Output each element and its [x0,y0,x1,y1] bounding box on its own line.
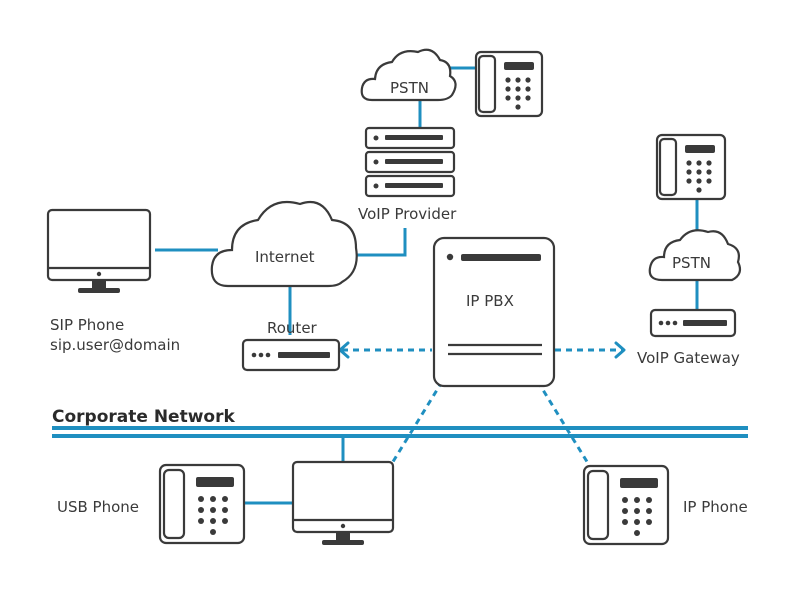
arrow-to-gateway [614,341,626,359]
workstation-monitor-icon [291,460,395,545]
ip-pbx-label: IP PBX [466,292,514,310]
corporate-network-label: Corporate Network [52,407,235,427]
dash-pbx-ipphone [530,371,599,479]
voip-provider-label: VoIP Provider [358,205,457,223]
dash-pbx-workstation [381,371,450,479]
corporate-network-bus [52,426,748,438]
internet-cloud: Internet [210,200,358,288]
voip-gateway-icon [649,308,737,338]
pstn-cloud-right: PSTN [648,229,742,282]
link-provider-internet [338,228,407,257]
sip-phone-monitor-icon [46,208,152,293]
pstn-top-label: PSTN [390,79,429,97]
voip-provider-server-icon [364,126,456,198]
phone-right-icon [655,133,727,201]
pstn-cloud-top: PSTN [360,48,457,102]
connections [155,66,699,505]
ip-pbx-server-icon: IP PBX [432,236,556,388]
sip-address-label: sip.user@domain [50,336,180,354]
router-icon [241,338,341,372]
internet-label: Internet [255,248,315,266]
pstn-right-label: PSTN [672,254,711,272]
ip-phone-label: IP Phone [683,498,748,516]
phone-top-icon [474,50,544,118]
sip-phone-label: SIP Phone [50,316,124,334]
usb-phone-icon [158,463,246,545]
usb-phone-label: USB Phone [57,498,139,516]
ip-phone-icon [582,464,670,546]
router-label: Router [267,319,318,337]
voip-gateway-label: VoIP Gateway [637,349,740,367]
